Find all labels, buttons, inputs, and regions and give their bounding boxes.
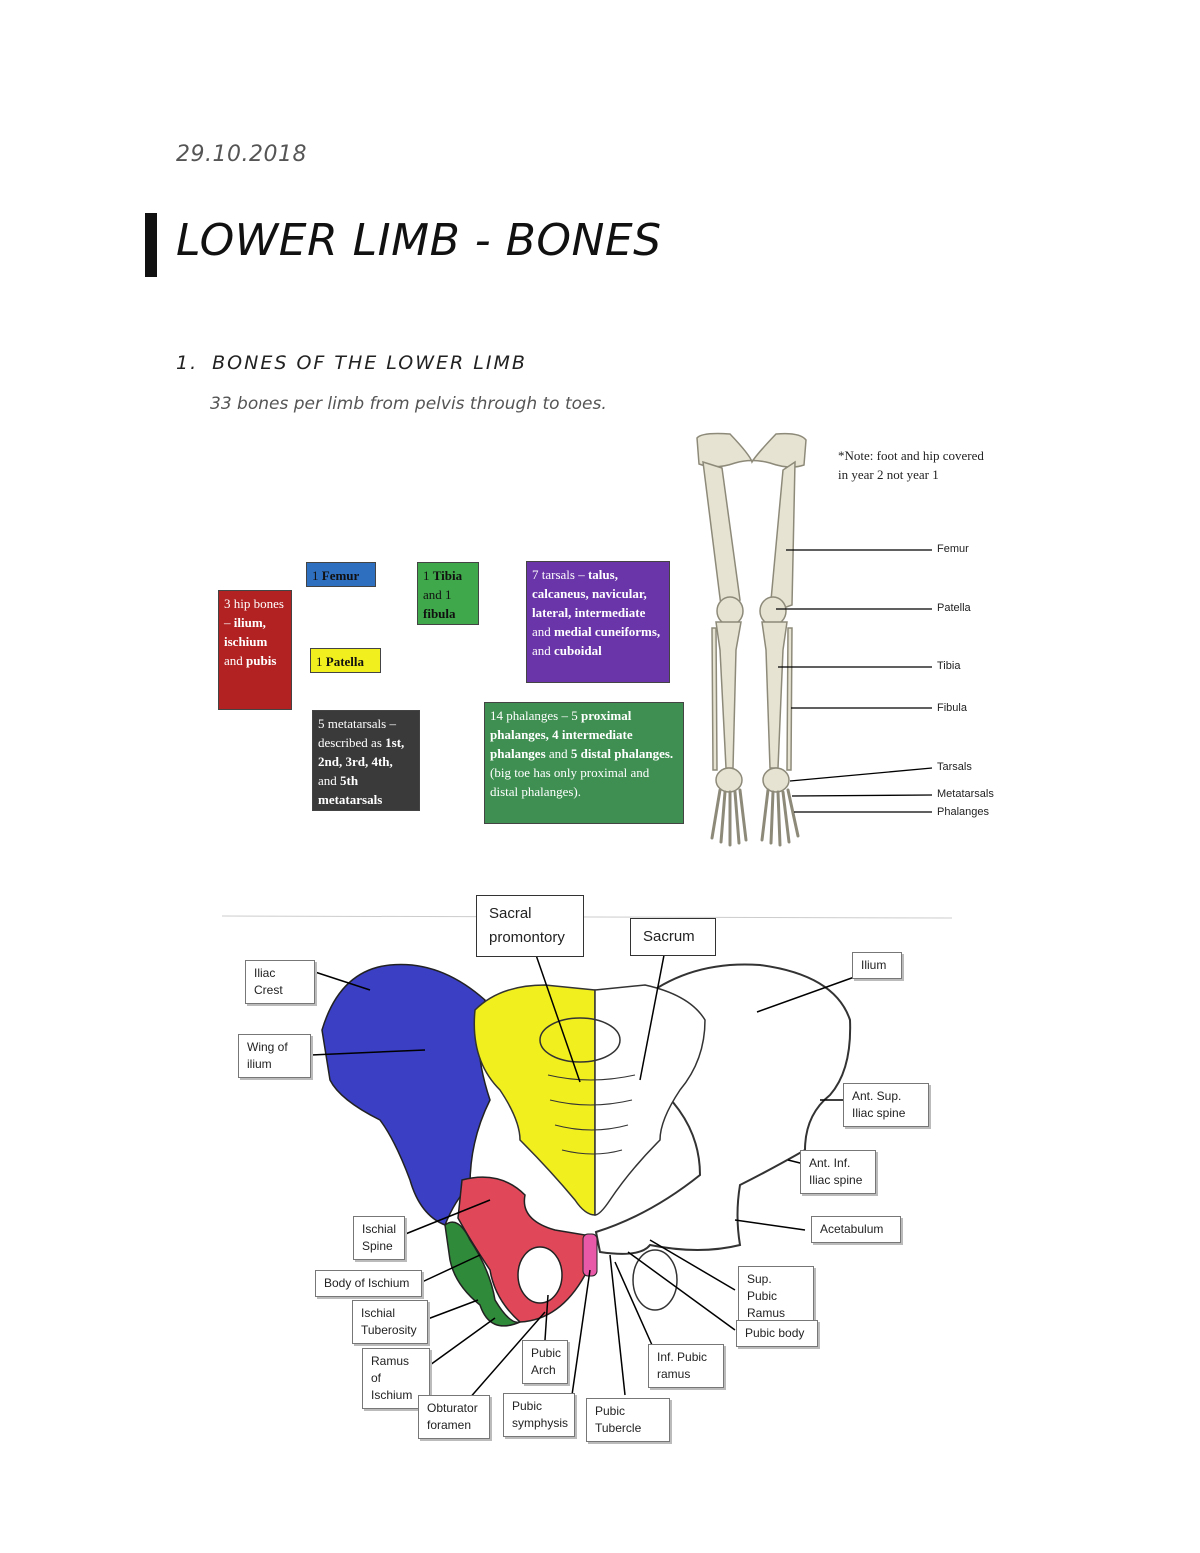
tarsals-bold-1: talus, calcaneus, navicular, lateral, in… — [532, 567, 647, 620]
leg-label-fibula: Fibula — [937, 702, 967, 714]
label-pubic-body: Pubic body — [736, 1320, 818, 1347]
tibia-text-2: and 1 — [423, 587, 452, 602]
hip-text-2: and — [224, 653, 247, 668]
tarsals-box: 7 tarsals – talus, calcaneus, navicular,… — [526, 561, 670, 683]
leg-label-phalanges: Phalanges — [937, 806, 989, 818]
leg-label-tarsals: Tarsals — [937, 761, 972, 773]
leg-note: *Note: foot and hip covered in year 2 no… — [838, 448, 984, 482]
patella-text: 1 — [316, 654, 326, 669]
tarsals-text-2: and — [532, 624, 555, 639]
pubic-symphysis-region — [582, 1233, 598, 1277]
tarsals-bold-3: cuboidal — [554, 643, 602, 658]
label-ischial-tuberosity: Ischial Tuberosity — [352, 1300, 428, 1344]
label-ischial-spine: Ischial Spine — [353, 1216, 405, 1260]
page-title: LOWER LIMB - BONES — [176, 215, 662, 266]
document-date: 29.10.2018 — [176, 142, 307, 167]
tarsals-text-1: 7 tarsals – — [532, 567, 588, 582]
hip-bones-box: 3 hip bones – ilium, ischium and pubis — [218, 590, 292, 710]
phalanges-text-1: 14 phalanges – 5 — [490, 708, 581, 723]
metatarsals-box: 5 metatarsals – described as 1st, 2nd, 3… — [312, 710, 420, 811]
hip-bold-2: pubis — [246, 653, 277, 668]
label-wing-of-ilium: Wing of ilium — [238, 1034, 311, 1078]
label-inf-pubic-ramus: Inf. Pubic ramus — [648, 1344, 724, 1388]
label-iliac-crest: Iliac Crest — [245, 960, 315, 1004]
patella-box: 1 Patella — [310, 648, 381, 673]
label-sacral-promontory: Sacral promontory — [476, 895, 584, 957]
sacrum-left-half — [473, 984, 596, 1216]
section-title: BONES OF THE LOWER LIMB — [212, 352, 527, 374]
label-pubic-tubercle: Pubic Tubercle — [586, 1398, 670, 1442]
hip-bold-1: ilium, ischium — [224, 615, 268, 649]
obturator-foramen-hole — [517, 1246, 563, 1304]
leg-label-femur: Femur — [937, 543, 969, 555]
label-body-of-ischium: Body of Ischium — [315, 1270, 422, 1297]
label-pubic-arch: Pubic Arch — [522, 1340, 568, 1384]
label-acetabulum: Acetabulum — [811, 1216, 901, 1243]
section-number: 1. — [176, 352, 199, 374]
sacrum-right-half — [594, 984, 706, 1216]
tibia-bold-2: fibula — [423, 606, 456, 621]
tibia-fibula-box: 1 Tibia and 1 fibula — [417, 562, 479, 625]
label-ant-inf-iliac-spine: Ant. Inf. Iliac spine — [800, 1150, 876, 1194]
leg-label-metatarsals: Metatarsals — [937, 788, 994, 800]
phalanges-box: 14 phalanges – 5 proximal phalanges, 4 i… — [484, 702, 684, 824]
left-ischium — [444, 1221, 521, 1327]
section-subtitle: 33 bones per limb from pelvis through to… — [210, 394, 607, 414]
phalanges-text-2: and — [545, 746, 571, 761]
leg-label-tibia: Tibia — [937, 660, 961, 672]
title-accent-bar — [145, 213, 157, 277]
metatarsals-bold-2: 5th metatarsals — [318, 773, 383, 807]
label-sup-pubic-ramus: Sup. Pubic Ramus — [738, 1266, 814, 1327]
tarsals-text-3: and — [532, 643, 555, 658]
phalanges-bold-1: proximal phalanges, 4 intermediate phala… — [490, 708, 633, 761]
patella-bold: Patella — [325, 654, 365, 669]
phalanges-bold-2: 5 distal phalanges. — [570, 746, 674, 761]
label-pubic-symphysis: Pubic symphysis — [503, 1393, 575, 1437]
tibia-bold-1: Tibia — [432, 568, 463, 583]
label-ilium: Ilium — [852, 952, 902, 979]
hip-text-1: 3 hip bones – — [224, 596, 284, 630]
section-heading: 1. BONES OF THE LOWER LIMB — [176, 352, 527, 374]
tarsals-bold-2: medial cuneiforms, — [554, 624, 661, 639]
leg-label-patella: Patella — [937, 602, 971, 614]
femur-bold: Femur — [321, 568, 360, 583]
metatarsals-bold-1: 1st, 2nd, 3rd, 4th, — [318, 735, 405, 769]
label-obturator-foramen: Obturator foramen — [418, 1395, 490, 1439]
phalanges-text-3: (big toe has only proximal and distal ph… — [490, 765, 650, 799]
metatarsals-text-2: and — [318, 773, 341, 788]
femur-box: 1 Femur — [306, 562, 376, 587]
tibia-text-1: 1 — [423, 568, 433, 583]
left-ilium — [321, 963, 491, 1226]
label-ant-sup-iliac-spine: Ant. Sup. Iliac spine — [843, 1083, 929, 1127]
femur-text: 1 — [312, 568, 322, 583]
metatarsals-text-1: 5 metatarsals – described as — [318, 716, 396, 750]
label-sacrum: Sacrum — [630, 918, 716, 956]
